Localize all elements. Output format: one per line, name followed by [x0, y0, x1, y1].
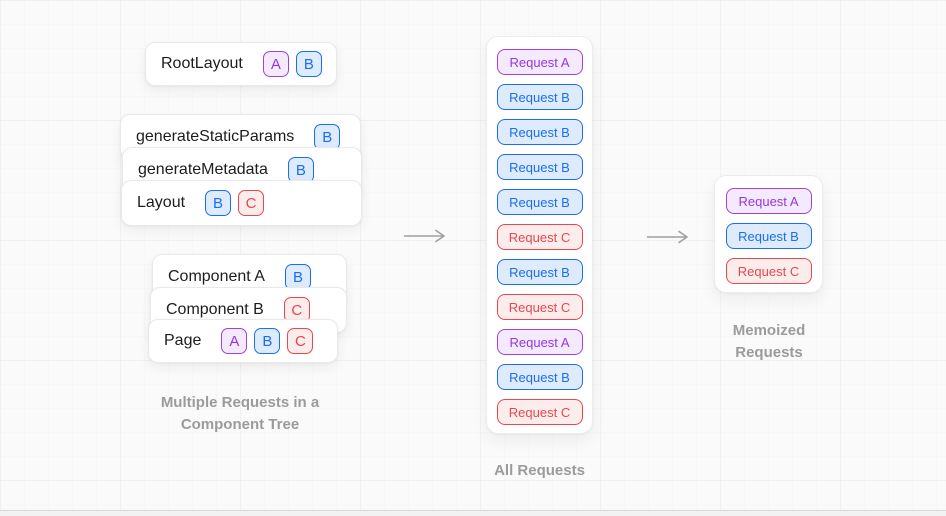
card-label-generatestaticparams: generateStaticParams: [136, 128, 295, 145]
request-pill-a: Request A: [725, 188, 812, 214]
card-label-rootlayout: RootLayout: [161, 55, 243, 72]
all-requests-caption: All Requests: [494, 462, 585, 479]
memoized-requests-caption: Memoized Requests: [732, 322, 806, 361]
memoized-requests-panel: Request A Request B Request C: [714, 175, 823, 293]
card-label-component-b: Component B: [166, 301, 264, 318]
all-requests-panel: Request A Request B Request B Request B Requ…: [486, 36, 593, 434]
request-pill-b: Request B: [496, 84, 583, 110]
right-arrow-icon: [403, 227, 449, 245]
request-b-badge: B: [284, 264, 311, 290]
request-b-badge: B: [295, 51, 322, 77]
card-label-layout: Layout: [137, 194, 186, 211]
request-pill-b: Request B: [725, 223, 812, 249]
request-pill-a: Request A: [496, 49, 583, 75]
card-label-generatemetadata: generateMetadata: [138, 161, 268, 178]
request-c-badge: C: [238, 190, 265, 216]
card-label-component-a: Component A: [168, 268, 265, 285]
card-label-page: Page: [164, 332, 202, 349]
request-pill-b: Request B: [496, 119, 583, 145]
tree-caption: Multiple Requests in a Component Tree: [160, 394, 320, 433]
request-pill-a: Request A: [496, 329, 583, 355]
right-arrow-icon: [646, 228, 692, 246]
request-pill-b: Request B: [496, 364, 583, 390]
request-a-badge: A: [262, 51, 289, 77]
badge-row: B: [284, 264, 311, 290]
request-pill-b: Request B: [496, 154, 583, 180]
request-c-badge: C: [287, 328, 314, 354]
bottom-divider: [0, 510, 946, 516]
request-a-badge: A: [221, 328, 248, 354]
request-c-badge: C: [283, 297, 310, 323]
request-pill-c: Request C: [496, 399, 583, 425]
request-b-badge: B: [205, 190, 232, 216]
request-pill-c: Request C: [496, 294, 583, 320]
request-pill-c: Request C: [496, 224, 583, 250]
request-b-badge: B: [254, 328, 281, 354]
request-pill-b: Request B: [496, 259, 583, 285]
request-pill-b: Request B: [496, 189, 583, 215]
badge-row: C: [283, 297, 310, 323]
request-pill-c: Request C: [725, 258, 812, 284]
